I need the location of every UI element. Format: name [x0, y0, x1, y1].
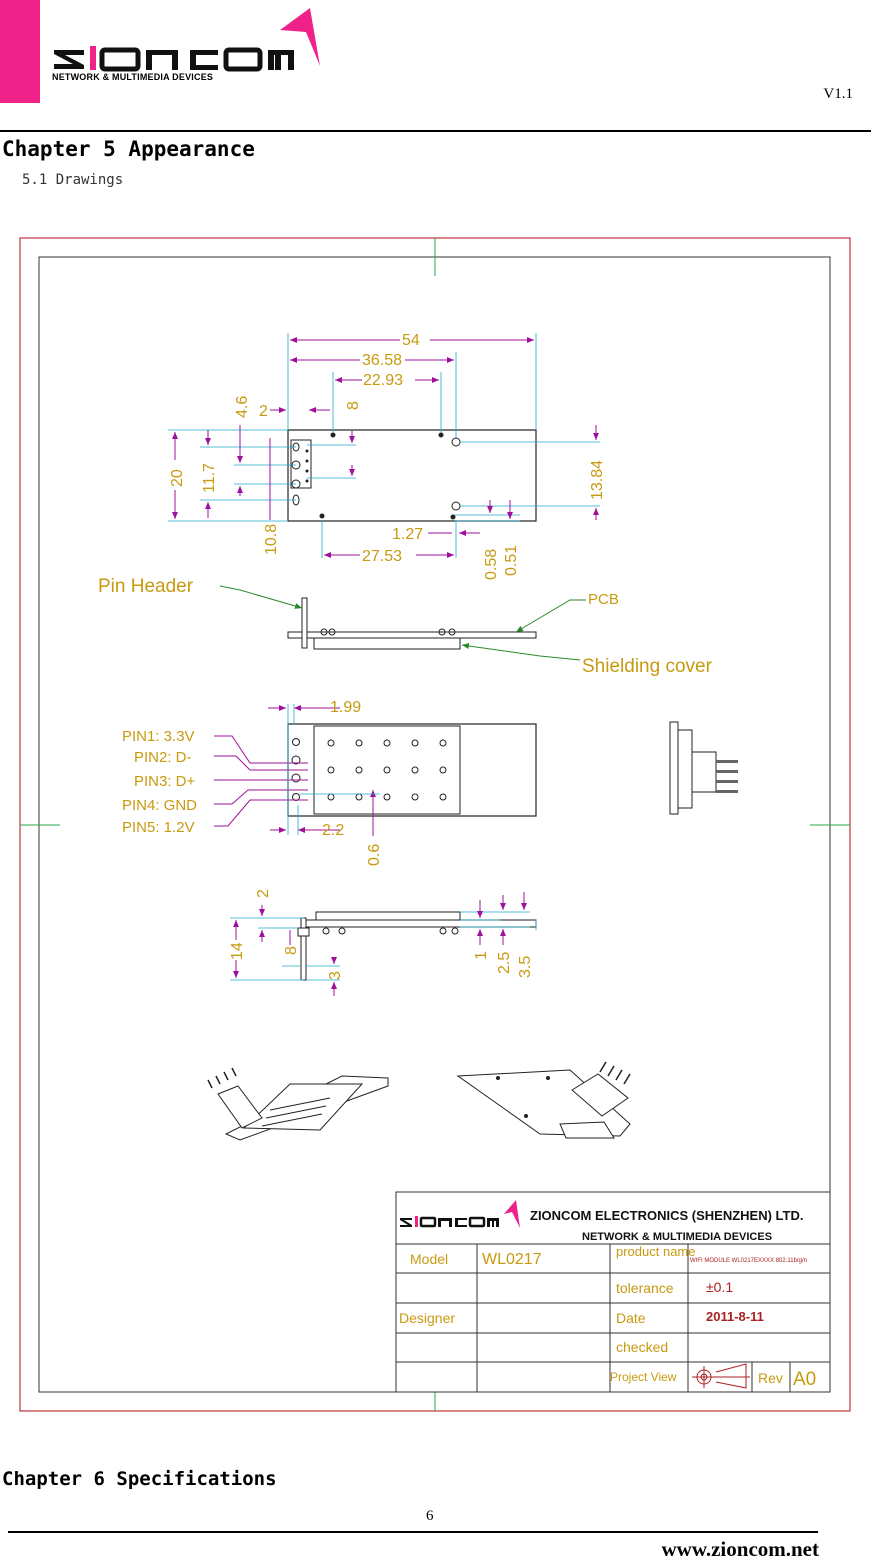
dim-10-8: 10.8: [263, 524, 280, 555]
projection-symbol: [692, 1363, 750, 1389]
label-pin-header: Pin Header: [98, 576, 194, 597]
company-name: ZIONCOM ELECTRONICS (SHENZHEN) LTD.: [530, 1208, 803, 1223]
dim-8-top: 8: [345, 401, 362, 410]
footer-url[interactable]: www.zioncom.net: [661, 1537, 819, 1561]
rev-value: A0: [793, 1369, 816, 1390]
date-value: 2011-8-11: [706, 1309, 764, 1324]
top-view: 54 36.58 22.93 4.6 2 8 20 11.7 10.8 13.8…: [168, 332, 606, 580]
bottom-view: PIN1: 3.3V PIN2: D- PIN3: D+ PIN4: GND P…: [122, 699, 537, 866]
footer-divider: [8, 1531, 818, 1533]
version-label: V1.1: [823, 86, 853, 102]
dim-8-side: 8: [283, 946, 300, 955]
checked-label: checked: [616, 1339, 668, 1355]
header-divider: [0, 130, 871, 132]
dim-27-53: 27.53: [362, 548, 402, 565]
label-pcb: PCB: [588, 591, 619, 608]
pin1-label: PIN1: 3.3V: [122, 728, 195, 745]
division-name: NETWORK & MULTIMEDIA DEVICES: [582, 1231, 772, 1243]
dim-0-51: 0.51: [503, 545, 520, 576]
dim-22-93: 22.93: [363, 372, 403, 389]
dim-3: 3: [327, 971, 344, 980]
dim-20: 20: [169, 469, 186, 487]
dim-2-5: 2.5: [496, 952, 513, 974]
chapter-6-heading: Chapter 6 Specifications: [2, 1468, 277, 1490]
model-value: WL0217: [482, 1251, 542, 1268]
designer-label: Designer: [399, 1310, 455, 1326]
dim-11-7: 11.7: [201, 463, 218, 493]
dim-14: 14: [229, 942, 246, 960]
zioncom-logo: [54, 8, 320, 72]
side-view-1: Pin Header PCB Shielding cover: [98, 576, 713, 677]
isometric-view-right: [456, 1061, 631, 1139]
chapter-5-heading: Chapter 5 Appearance: [2, 137, 255, 161]
title-block-logo: [400, 1200, 520, 1228]
rev-label: Rev: [758, 1370, 783, 1386]
dim-1-27: 1.27: [392, 526, 423, 543]
end-view: [669, 721, 738, 815]
section-5-1-heading: 5.1 Drawings: [22, 172, 124, 188]
dim-2-2: 2.2: [322, 822, 344, 839]
dim-3-5: 3.5: [517, 956, 534, 978]
dim-13-84: 13.84: [589, 460, 606, 500]
product-name-label: product name: [616, 1244, 696, 1259]
dim-4-6: 4.6: [234, 396, 251, 418]
tolerance-value: ±0.1: [706, 1279, 733, 1295]
page-number: 6: [426, 1508, 434, 1524]
tolerance-label: tolerance: [616, 1280, 674, 1296]
pin4-label: PIN4: GND: [122, 797, 197, 814]
pin3-label: PIN3: D+: [134, 773, 196, 790]
dim-36-58: 36.58: [362, 352, 402, 369]
dim-54: 54: [402, 332, 420, 349]
date-label: Date: [616, 1310, 646, 1326]
label-shielding-cover: Shielding cover: [582, 656, 713, 677]
project-view-label: Project View: [610, 1370, 677, 1384]
dim-2-top: 2: [259, 403, 268, 420]
model-label: Model: [410, 1251, 448, 1267]
dim-1-99: 1.99: [330, 699, 361, 716]
dim-0-58: 0.58: [483, 549, 500, 580]
title-block: ZIONCOM ELECTRONICS (SHENZHEN) LTD. NETW…: [395, 1191, 831, 1393]
side-view-2: 2 14 8 3 1 2.5 3.5: [229, 889, 537, 996]
mechanical-drawing: 54 36.58 22.93 4.6 2 8 20 11.7 10.8 13.8…: [19, 237, 851, 1412]
isometric-view-left: [207, 1067, 389, 1141]
brand-bar: [0, 0, 40, 103]
pin5-label: PIN5: 1.2V: [122, 819, 195, 836]
dim-0-6: 0.6: [366, 844, 383, 866]
pin2-label: PIN2: D-: [134, 749, 192, 766]
logo-subtitle: NETWORK & MULTIMEDIA DEVICES: [52, 72, 214, 82]
dim-2-side: 2: [255, 889, 272, 898]
dim-1-side: 1: [473, 951, 490, 960]
product-name-value: WIFI MODULE WL0217EXXXX 802.11b/g/n: [690, 1258, 807, 1264]
